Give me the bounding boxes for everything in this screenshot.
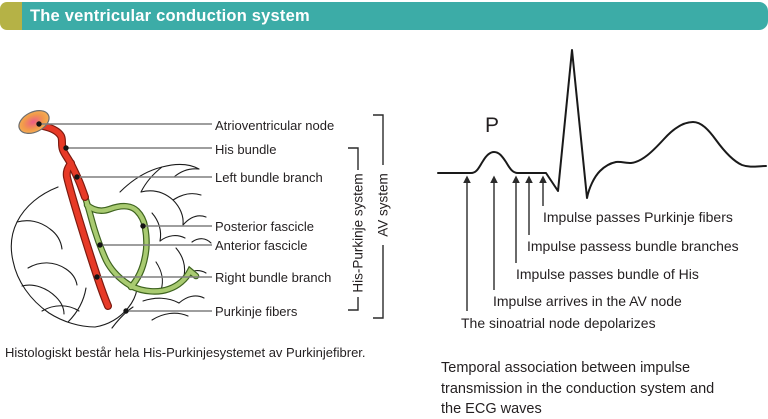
- label-purkinje-fibers: Purkinje fibers: [215, 304, 298, 319]
- bracket-label-his-purkinje-system: His-Purkinje system: [350, 173, 366, 293]
- label-atrioventricular-node: Atrioventricular node: [215, 118, 335, 133]
- bracket-label-av-system: AV system: [375, 173, 391, 237]
- bracket-av-system: [373, 114, 384, 319]
- label-anchor-dots: [36, 121, 146, 314]
- caption-temporal-association: Temporal association between impulse tra…: [441, 358, 768, 419]
- caption-line-1: Temporal association between impulse: [441, 360, 691, 376]
- label-right-bundle-branch: Right bundle branch: [215, 270, 332, 285]
- header-bar: [22, 2, 768, 30]
- page-title: The ventricular conduction system: [30, 7, 310, 25]
- av-node-illustration: [18, 109, 50, 135]
- timing-arrow-av-node: [490, 175, 498, 290]
- header-accent-block: [0, 2, 22, 30]
- label-posterior-fascicle: Posterior fascicle: [215, 219, 314, 234]
- his-bundle-red: [39, 122, 112, 310]
- label-anterior-fascicle: Anterior fascicle: [215, 238, 308, 253]
- timing-arrow-purkinje-fibers: [539, 175, 547, 206]
- label-left-bundle-branch: Left bundle branch: [215, 170, 323, 185]
- caption-histology: Histologiskt består hela His-Purkinjesys…: [5, 345, 366, 360]
- annotation-bundle-branches: Impulse passess bundle branches: [527, 238, 739, 254]
- timing-arrow-bundle-of-his: [512, 175, 520, 263]
- timing-arrow-bundle-branches: [525, 175, 533, 235]
- bracket-his-purkinje: [348, 147, 359, 311]
- caption-line-2: transmission in the conduction system an…: [441, 380, 715, 397]
- label-leader-lines: [39, 123, 212, 312]
- caption-line-3: the ECG waves: [441, 401, 542, 417]
- ecg-timing-arrows: [463, 175, 547, 311]
- label-his-bundle: His bundle: [215, 142, 277, 157]
- ecg-trace: [437, 49, 767, 199]
- annotation-bundle-of-his: Impulse passes bundle of His: [516, 266, 699, 282]
- annotation-purkinje-fibers: Impulse passes Purkinje fibers: [543, 209, 733, 225]
- timing-arrow-sinoatrial: [463, 175, 471, 311]
- p-wave-label: P: [485, 114, 500, 137]
- annotation-sinoatrial-node: The sinoatrial node depolarizes: [461, 315, 656, 331]
- annotation-av-node: Impulse arrives in the AV node: [493, 293, 682, 309]
